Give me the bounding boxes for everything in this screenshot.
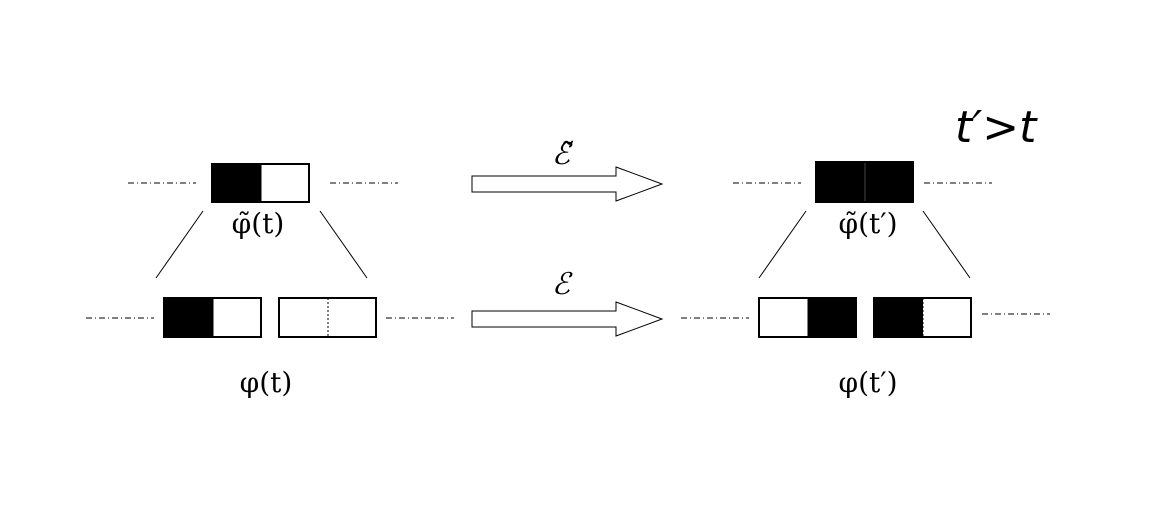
- arrow-shape: [471, 166, 664, 202]
- coarse-map-label: ℰ̃: [552, 137, 574, 172]
- block-border: [758, 297, 857, 338]
- coarse-cell: [816, 162, 865, 202]
- condition-label: t′>t: [955, 102, 1038, 153]
- fine-cell: [808, 298, 856, 337]
- fine-block-after-1: [758, 297, 857, 338]
- fine-cell: [164, 298, 213, 337]
- fine-cell: [923, 298, 971, 337]
- fan-line: [319, 210, 368, 279]
- fine-block-before-1: [163, 297, 262, 338]
- block-border: [815, 161, 914, 203]
- coarse-block-before: [211, 163, 310, 203]
- fine-map-label: ℰ: [552, 267, 573, 302]
- fine-state-label-after: φ(t′): [838, 366, 897, 399]
- fine-block-after-2: [873, 297, 972, 338]
- arrow-shape: [471, 301, 664, 337]
- fine-cell: [874, 298, 923, 337]
- fine-evolution-arrow: ℰ: [471, 267, 664, 337]
- state-before: φ̃(t) φ(t): [86, 163, 454, 399]
- block-border: [873, 297, 972, 338]
- coarse-state-label-before: φ̃(t): [232, 207, 285, 240]
- fine-cell: [759, 298, 808, 337]
- coarse-state-label-after: φ̃(t′): [838, 207, 897, 240]
- block-border: [278, 297, 377, 338]
- block-border: [211, 163, 310, 203]
- fan-line: [155, 210, 204, 279]
- fan-line: [922, 210, 971, 279]
- fine-block-before-2: [278, 297, 377, 338]
- state-after: φ̃(t′) φ(t′): [681, 161, 1050, 399]
- fine-cell: [328, 298, 376, 337]
- coarse-cell: [212, 164, 261, 202]
- fine-state-label-before: φ(t): [240, 366, 293, 399]
- coarse-block-after: [815, 161, 914, 203]
- coarse-cell: [261, 164, 309, 202]
- coarse-cell: [865, 162, 913, 202]
- fine-cell: [279, 298, 328, 337]
- fan-line: [758, 210, 807, 279]
- coarse-evolution-arrow: ℰ̃: [471, 137, 664, 202]
- fine-cell: [213, 298, 261, 337]
- block-border: [163, 297, 262, 338]
